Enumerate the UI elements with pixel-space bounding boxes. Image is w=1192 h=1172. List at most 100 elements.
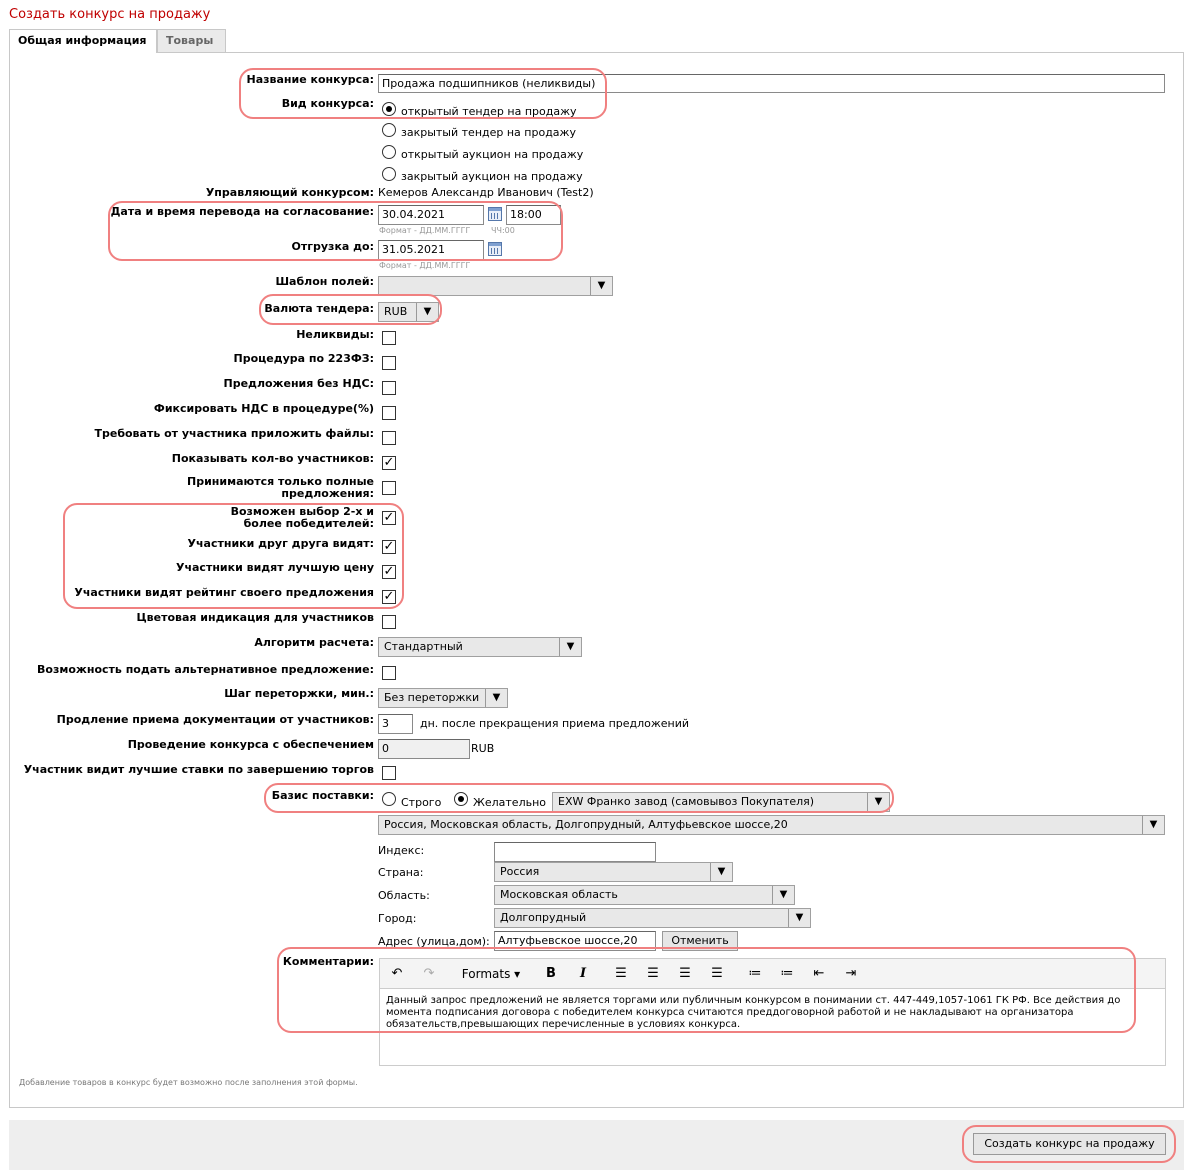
comments-label: Комментарии: (282, 955, 374, 968)
currency-value: RUB (384, 305, 408, 318)
algorithm-select[interactable]: Стандартный ▼ (378, 637, 582, 657)
tab-general-info[interactable]: Общая информация (9, 29, 157, 53)
align-right-icon[interactable]: ☰ (679, 966, 691, 981)
checkbox-no-vat[interactable] (382, 381, 396, 395)
radio-closed-tender[interactable] (382, 123, 396, 137)
outdent-icon[interactable]: ⇤ (813, 966, 825, 981)
doc-extension-input[interactable]: 3 (378, 714, 413, 734)
radio-open-tender[interactable] (382, 102, 396, 116)
region-select[interactable]: Московская область ▼ (494, 885, 795, 905)
rebid-step-select[interactable]: Без переторжки ▼ (378, 688, 508, 708)
checkbox-223fz[interactable] (382, 356, 396, 370)
chevron-down-icon: ▼ (485, 689, 507, 707)
align-center-icon[interactable]: ☰ (647, 966, 659, 981)
radio-open-auction[interactable] (382, 145, 396, 159)
index-input[interactable] (494, 842, 656, 862)
city-select[interactable]: Долгопрудный▼ (494, 908, 811, 928)
checkbox-color-indication[interactable] (382, 615, 396, 629)
bullet-list-icon[interactable]: ≔ (748, 966, 762, 981)
best-bids-label: Участник видит лучшие ставки по завершен… (23, 763, 374, 776)
radio-delivery-preferred-label: Желательно (473, 796, 546, 809)
checkbox-best-price[interactable]: ✓ (382, 564, 396, 579)
chevron-down-icon: ▼ (788, 909, 810, 927)
shipment-format-hint: Формат - ДД.ММ.ГГГГ (379, 261, 471, 270)
checkbox-label-full-offers: Принимаются только полные предложения: (186, 475, 374, 500)
checkbox-fix-vat[interactable] (382, 406, 396, 420)
algorithm-value: Стандартный (384, 640, 463, 653)
checkbox-label-illiquid: Неликвиды: (296, 328, 374, 341)
align-left-icon[interactable]: ☰ (615, 966, 627, 981)
cancel-address-button[interactable]: Отменить (662, 931, 738, 951)
rebid-step-value: Без переторжки (384, 691, 480, 704)
tender-name-input[interactable]: Продажа подшипников (неликвиды) (378, 74, 1165, 93)
checkbox-label-multi-winners: Возможен выбор 2-х и более победителей: (230, 505, 374, 530)
country-label: Страна: (378, 866, 424, 879)
index-label: Индекс: (378, 844, 425, 857)
indent-icon[interactable]: ⇥ (845, 966, 857, 981)
create-tender-button[interactable]: Создать конкурс на продажу (973, 1133, 1166, 1155)
numbered-list-icon[interactable]: ≔ (780, 966, 794, 981)
manager-value: Кемеров Александр Иванович (Test2) (378, 186, 594, 199)
redo-icon[interactable]: ↷ (423, 966, 435, 981)
city-label: Город: (378, 912, 417, 925)
checkbox-rating[interactable]: ✓ (382, 589, 396, 604)
form-note: Добавление товаров в конкурс будет возмо… (19, 1078, 358, 1087)
radio-closed-tender-label: закрытый тендер на продажу (401, 126, 576, 139)
chevron-down-icon: ▼ (867, 793, 889, 811)
chevron-down-icon: ▼ (416, 303, 438, 321)
doc-extension-suffix: дн. после прекращения приема предложений (420, 717, 690, 730)
comments-editor[interactable]: Данный запрос предложений не является то… (379, 988, 1166, 1066)
checkbox-label-color-indication: Цветовая индикация для участников (136, 611, 374, 624)
checkbox-alt-offer[interactable] (382, 666, 396, 680)
checkbox-label-best-price: Участники видят лучшую цену (175, 561, 374, 574)
align-justify-icon[interactable]: ☰ (711, 966, 723, 981)
formats-label: Formats (461, 967, 511, 981)
currency-label: Валюта тендера: (264, 302, 374, 315)
shipment-date-input[interactable]: 31.05.2021 (378, 240, 484, 260)
street-label: Адрес (улица,дом): (378, 935, 490, 948)
name-label: Название конкурса: (246, 73, 374, 86)
street-input[interactable]: Алтуфьевское шоссе,20 (494, 931, 656, 951)
address-full-value: Россия, Московская область, Долгопрудный… (384, 818, 788, 831)
doc-extension-label: Продление приема документации от участни… (56, 713, 374, 726)
radio-closed-auction-label: закрытый аукцион на продажу (401, 170, 583, 183)
type-label: Вид конкурса: (281, 97, 374, 110)
approval-datetime-label: Дата и время перевода на согласование: (110, 205, 374, 218)
security-input[interactable]: 0 (378, 739, 470, 759)
chevron-down-icon: ▼ (559, 638, 581, 656)
incoterm-select[interactable]: EXW Франко завод (самовывоз Покупателя) ▼ (552, 792, 890, 812)
chevron-down-icon: ▼ (772, 886, 794, 904)
region-value: Московская область (500, 888, 618, 901)
country-select[interactable]: Россия▼ (494, 862, 733, 882)
checkbox-full-offers[interactable] (382, 481, 396, 495)
approval-time-input[interactable]: 18:00 (506, 205, 561, 225)
radio-delivery-preferred[interactable] (454, 792, 468, 806)
tab-goods[interactable]: Товары (157, 29, 226, 53)
checkbox-see-each-other[interactable]: ✓ (382, 539, 396, 554)
undo-icon[interactable]: ↶ (391, 966, 403, 981)
italic-icon[interactable]: I (579, 966, 587, 981)
radio-open-tender-label: открытый тендер на продажу (401, 105, 577, 118)
time-format-hint: ЧЧ:00 (491, 226, 515, 235)
template-label: Шаблон полей: (275, 275, 374, 288)
address-select[interactable]: Россия, Московская область, Долгопрудный… (378, 815, 1165, 835)
currency-select[interactable]: RUB ▼ (378, 302, 439, 322)
checkbox-best-bids[interactable] (382, 766, 396, 780)
calendar-icon[interactable] (488, 242, 502, 256)
radio-closed-auction[interactable] (382, 167, 396, 181)
radio-delivery-strict[interactable] (382, 792, 396, 806)
radio-open-auction-label: открытый аукцион на продажу (401, 148, 584, 161)
bold-icon[interactable]: B (546, 966, 556, 981)
checkbox-illiquid[interactable] (382, 331, 396, 345)
checkbox-multi-winners[interactable]: ✓ (382, 510, 396, 525)
template-select[interactable]: ▼ (378, 276, 613, 296)
checkbox-require-files[interactable] (382, 431, 396, 445)
alt-offer-label: Возможность подать альтернативное предло… (37, 663, 374, 676)
calendar-icon[interactable] (488, 207, 502, 221)
checkbox-show-count[interactable]: ✓ (382, 455, 396, 470)
chevron-down-icon: ▼ (590, 277, 612, 295)
approval-date-input[interactable]: 30.04.2021 (378, 205, 484, 225)
formats-dropdown[interactable]: Formats ▾ (461, 967, 521, 981)
incoterm-value: EXW Франко завод (самовывоз Покупателя) (558, 795, 815, 808)
